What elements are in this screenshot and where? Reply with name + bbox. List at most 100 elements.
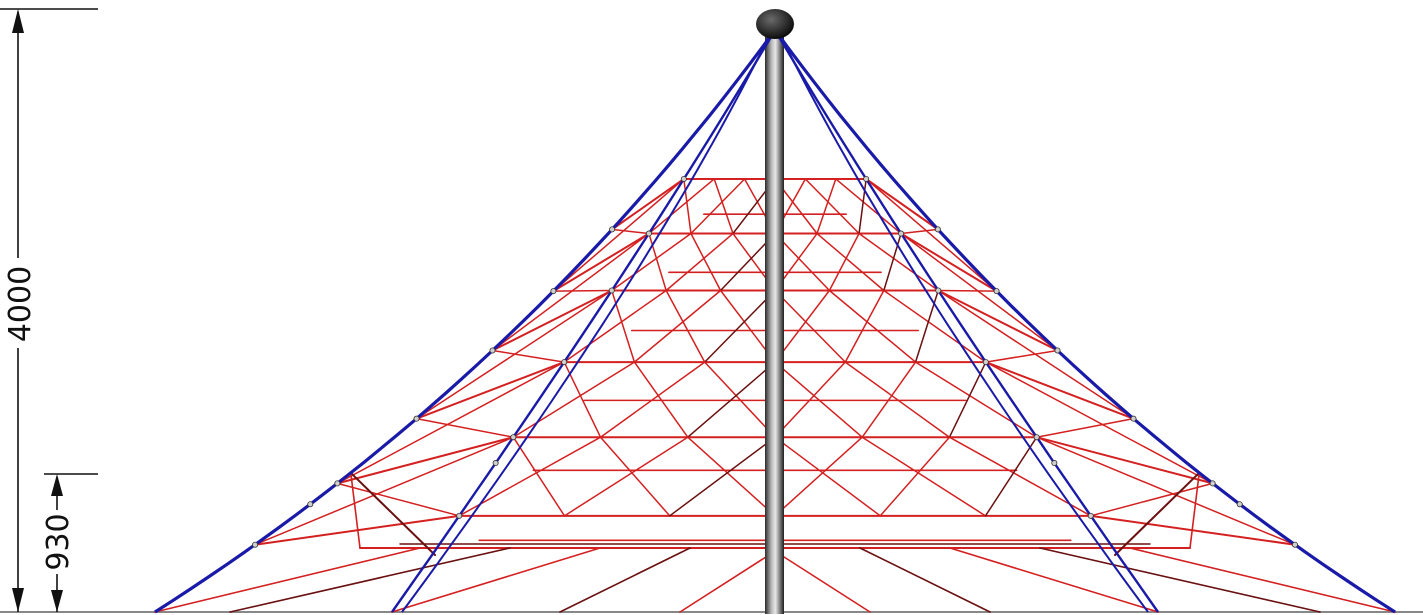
net-ground-strand xyxy=(1129,547,1396,613)
net-ring-segment xyxy=(415,361,566,420)
net-ring-segment xyxy=(1035,436,1214,485)
net-mesh-strand xyxy=(774,289,847,363)
rope-node xyxy=(1291,541,1298,548)
net-mesh-strand xyxy=(861,361,917,438)
net-wing-strand xyxy=(1035,417,1135,438)
net-tension-rope xyxy=(349,471,436,556)
dimension-label-total: 4000 xyxy=(3,266,38,342)
net-ring-segment xyxy=(611,177,685,231)
net-mesh-strand xyxy=(774,361,847,438)
main-rope-inner-right xyxy=(773,29,1159,613)
climbing-net xyxy=(154,177,1396,613)
net-mesh-strand xyxy=(879,436,951,517)
rope-node xyxy=(550,288,557,295)
net-mesh-strand xyxy=(844,289,885,363)
net-mesh-strand xyxy=(512,436,566,517)
rope-node xyxy=(1130,415,1137,422)
net-mesh-strand xyxy=(883,232,902,292)
net-wing-strand xyxy=(985,349,1059,363)
net-mesh-strand xyxy=(828,232,860,292)
rope-node xyxy=(561,359,568,366)
net-wing-strand xyxy=(491,349,565,363)
net-ground-strand xyxy=(769,547,871,613)
net-wing-strand xyxy=(937,289,1135,420)
net-wing-strand xyxy=(900,232,1059,352)
net-mesh-strand xyxy=(512,361,636,438)
net-wing-strand xyxy=(552,178,685,292)
net-ground-strand xyxy=(559,547,691,613)
mast xyxy=(765,28,784,614)
rope-node xyxy=(645,230,652,237)
net-wing-strand xyxy=(336,482,460,517)
net-mesh-strand xyxy=(883,289,987,363)
net-ground-strand xyxy=(154,547,421,613)
rope-node xyxy=(1051,460,1058,467)
mast-top-cap xyxy=(756,9,794,39)
net-mesh-strand xyxy=(665,289,706,363)
dimension-total-height: 4000 xyxy=(0,8,98,612)
net-mesh-strand xyxy=(690,232,722,292)
rope-node xyxy=(982,359,989,366)
net-wing-strand xyxy=(336,361,565,485)
rope-node xyxy=(934,226,941,233)
net-wing-strand xyxy=(937,289,998,292)
rope-node xyxy=(510,434,517,441)
rope-node xyxy=(307,501,314,508)
net-mesh-strand xyxy=(668,436,776,517)
net-mesh-strand xyxy=(844,361,951,438)
net-ring-segment xyxy=(984,361,1135,420)
net-mesh-strand xyxy=(599,361,706,438)
rope-node xyxy=(413,415,420,422)
rope-node xyxy=(993,288,1000,295)
net-tension-rope xyxy=(1189,472,1201,549)
net-mesh-strand xyxy=(828,289,917,363)
net-mesh-strand xyxy=(690,178,746,235)
net-wing-strand xyxy=(552,289,613,292)
net-ground-strand xyxy=(859,547,991,613)
rope-node xyxy=(863,175,870,182)
net-mesh-strand xyxy=(633,361,689,438)
rope-node xyxy=(1209,480,1216,487)
net-ground-strand xyxy=(679,547,781,613)
net-mesh-strand xyxy=(563,436,689,517)
net-mesh-strand xyxy=(563,289,667,363)
net-mesh-strand xyxy=(703,361,776,438)
rope-node xyxy=(489,347,496,354)
net-mesh-strand xyxy=(703,289,776,363)
rope-node xyxy=(334,480,341,487)
net-mesh-strand xyxy=(914,361,1038,438)
net-mesh-strand xyxy=(835,178,902,235)
net-mesh-strand xyxy=(774,436,863,517)
net-mesh-strand xyxy=(858,232,939,292)
net-wing-strand xyxy=(900,228,939,235)
net-mesh-strand xyxy=(774,289,831,363)
net-mesh-strand xyxy=(948,436,1092,517)
net-mesh-strand xyxy=(648,178,715,235)
rope-node xyxy=(898,230,905,237)
net-tension-rope xyxy=(1114,471,1201,556)
rope-nodes xyxy=(252,175,1298,548)
net-wing-strand xyxy=(1035,436,1296,546)
rope-node xyxy=(1033,434,1040,441)
rope-node xyxy=(252,541,259,548)
net-mesh-strand xyxy=(665,232,734,292)
net-wing-strand xyxy=(254,436,515,546)
net-mesh-strand xyxy=(683,178,692,235)
rope-node xyxy=(608,287,615,294)
net-wing-strand xyxy=(985,361,1214,485)
main-rope-inner-right-2 xyxy=(777,29,1149,613)
rope-node xyxy=(609,226,616,233)
net-wing-strand xyxy=(415,417,515,438)
net-mesh-strand xyxy=(687,436,776,517)
net-mesh-strand xyxy=(858,178,867,235)
net-tension-rope xyxy=(349,472,361,549)
net-ring-segment xyxy=(937,289,1059,352)
net-ring-segment xyxy=(336,436,515,485)
net-mesh-strand xyxy=(599,436,671,517)
rope-node xyxy=(1087,512,1094,519)
net-wing-strand xyxy=(865,178,998,292)
net-mesh-strand xyxy=(816,178,837,235)
net-ring-segment xyxy=(491,289,613,352)
net-wing-strand xyxy=(1090,482,1214,517)
